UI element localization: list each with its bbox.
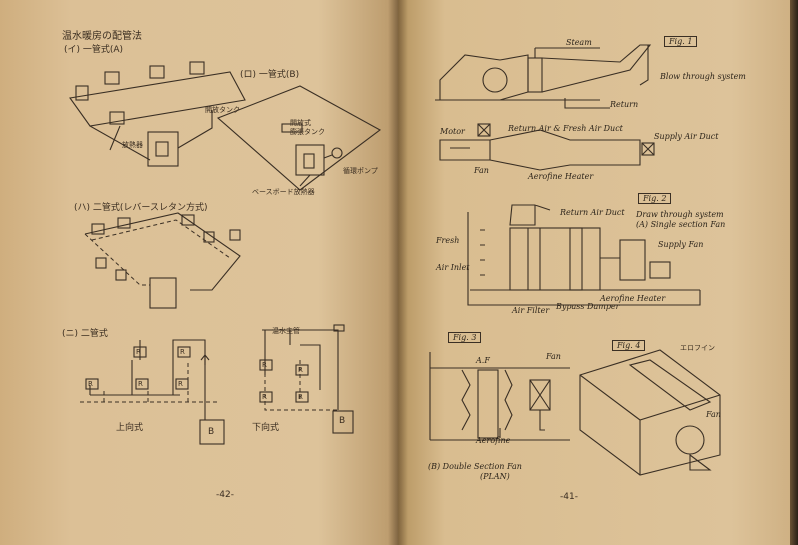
fig4-label: Fig. 4 xyxy=(612,340,646,351)
label-expansion-tank: 開放タンク xyxy=(205,106,240,114)
label-draw-through: Draw through system xyxy=(636,210,724,219)
label-fan-fig4: Fan xyxy=(706,410,721,419)
box-r-6: R xyxy=(262,361,267,369)
box-r-2: R xyxy=(138,380,143,388)
label-return: Return xyxy=(610,100,639,109)
box-b-downfeed: B xyxy=(339,416,346,426)
fig1-duct-diagram xyxy=(439,123,655,171)
label-baseboard-radiator: ベースボード放熱器 xyxy=(252,188,315,196)
fig2-label: Fig. 2 xyxy=(638,193,672,204)
label-air-filter: Air Filter xyxy=(512,306,550,315)
label-radiator: 放熱器 xyxy=(122,141,143,149)
section-one-pipe-b: (ロ) 一管式(B) xyxy=(240,70,300,80)
label-open-tank-1: 開放式 xyxy=(290,119,311,127)
label-air-inlet: Air Inlet xyxy=(436,263,470,272)
book-gutter xyxy=(388,0,408,545)
fig1-blow-through-diagram xyxy=(435,44,652,109)
label-af: A.F xyxy=(476,356,490,365)
label-upfeed: 上向式 xyxy=(116,423,144,433)
label-aerofine-heater-fig1: Aerofine Heater xyxy=(528,172,594,181)
right-page xyxy=(398,0,790,545)
label-return-air-duct: Return Air Duct xyxy=(560,208,625,217)
label-aerofine: Aerofine xyxy=(476,436,511,445)
box-r-7: R xyxy=(298,366,303,374)
page-edge xyxy=(790,0,798,545)
diagram-downfeed xyxy=(259,324,354,434)
section-reverse-return: (ハ) 二管式(レバースレタン方式) xyxy=(74,203,208,213)
label-steam: Steam xyxy=(566,38,592,47)
label-plan: (PLAN) xyxy=(480,472,510,481)
label-fresh: Fresh xyxy=(436,236,460,245)
diagram-one-pipe-a xyxy=(69,61,246,167)
diagram-one-pipe-b xyxy=(216,85,382,191)
fig3-plan-diagram xyxy=(429,352,570,441)
section-one-pipe-a: (イ) 一管式(A) xyxy=(64,45,124,55)
fig2-draw-through-diagram xyxy=(467,204,701,306)
right-page-number: -41- xyxy=(560,492,578,502)
label-open-tank-2: 膨張タンク xyxy=(290,128,325,136)
label-double-section: (B) Double Section Fan xyxy=(428,462,522,471)
label-motor: Motor xyxy=(440,127,465,136)
box-r-5: R xyxy=(180,348,185,356)
label-hot-water-main: 温水主管 xyxy=(272,327,300,335)
label-fan-fig1: Fan xyxy=(474,166,489,175)
label-circulation-pump: 循環ポンプ xyxy=(343,167,378,175)
left-page-title: 温水暖房の配管法 xyxy=(62,31,142,42)
label-aerofine-heater-fig2: Aerofine Heater xyxy=(600,294,666,303)
label-return-fresh-duct: Return Air & Fresh Air Duct xyxy=(508,124,623,133)
label-downfeed: 下向式 xyxy=(252,423,280,433)
fig1-label: Fig. 1 xyxy=(664,36,698,47)
label-aerofin-jp: エロフイン xyxy=(680,344,715,352)
box-r-3: R xyxy=(178,380,183,388)
section-two-pipe: (ニ) 二管式 xyxy=(62,329,108,339)
fig3-label: Fig. 3 xyxy=(448,332,482,343)
label-supply-fan: Supply Fan xyxy=(658,240,704,249)
label-fan-fig3: Fan xyxy=(546,352,561,361)
box-r-9: R xyxy=(262,393,267,401)
label-blow-through: Blow through system xyxy=(660,72,746,81)
label-supply-duct: Supply Air Duct xyxy=(654,132,719,141)
fig4-isometric-diagram xyxy=(579,349,721,476)
left-page xyxy=(0,0,398,545)
label-single-section: (A) Single section Fan xyxy=(636,220,726,229)
box-r-8: R xyxy=(298,393,303,401)
left-page-number: -42- xyxy=(216,490,234,500)
label-bypass-damper: Bypass Damper xyxy=(556,302,620,311)
diagram-upfeed xyxy=(80,339,225,445)
diagram-reverse-return xyxy=(84,212,241,309)
box-b-upfeed: B xyxy=(208,427,215,437)
box-r-1: R xyxy=(88,380,93,388)
box-r-4: R xyxy=(136,348,141,356)
